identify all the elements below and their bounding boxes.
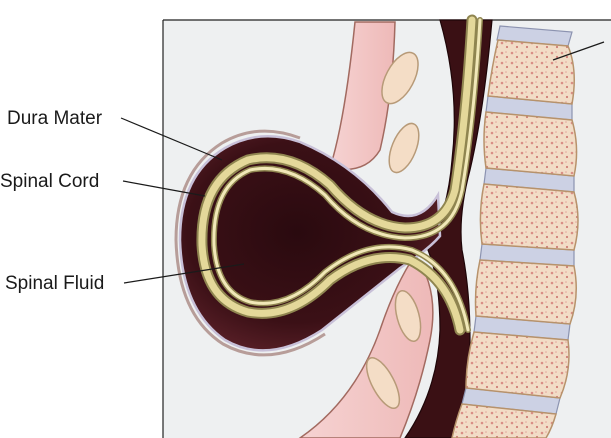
dura-mater-label: Dura Mater <box>7 108 103 129</box>
spinal-cord-label: Spinal Cord <box>0 171 99 192</box>
spinal-fluid-label: Spinal Fluid <box>5 273 104 294</box>
